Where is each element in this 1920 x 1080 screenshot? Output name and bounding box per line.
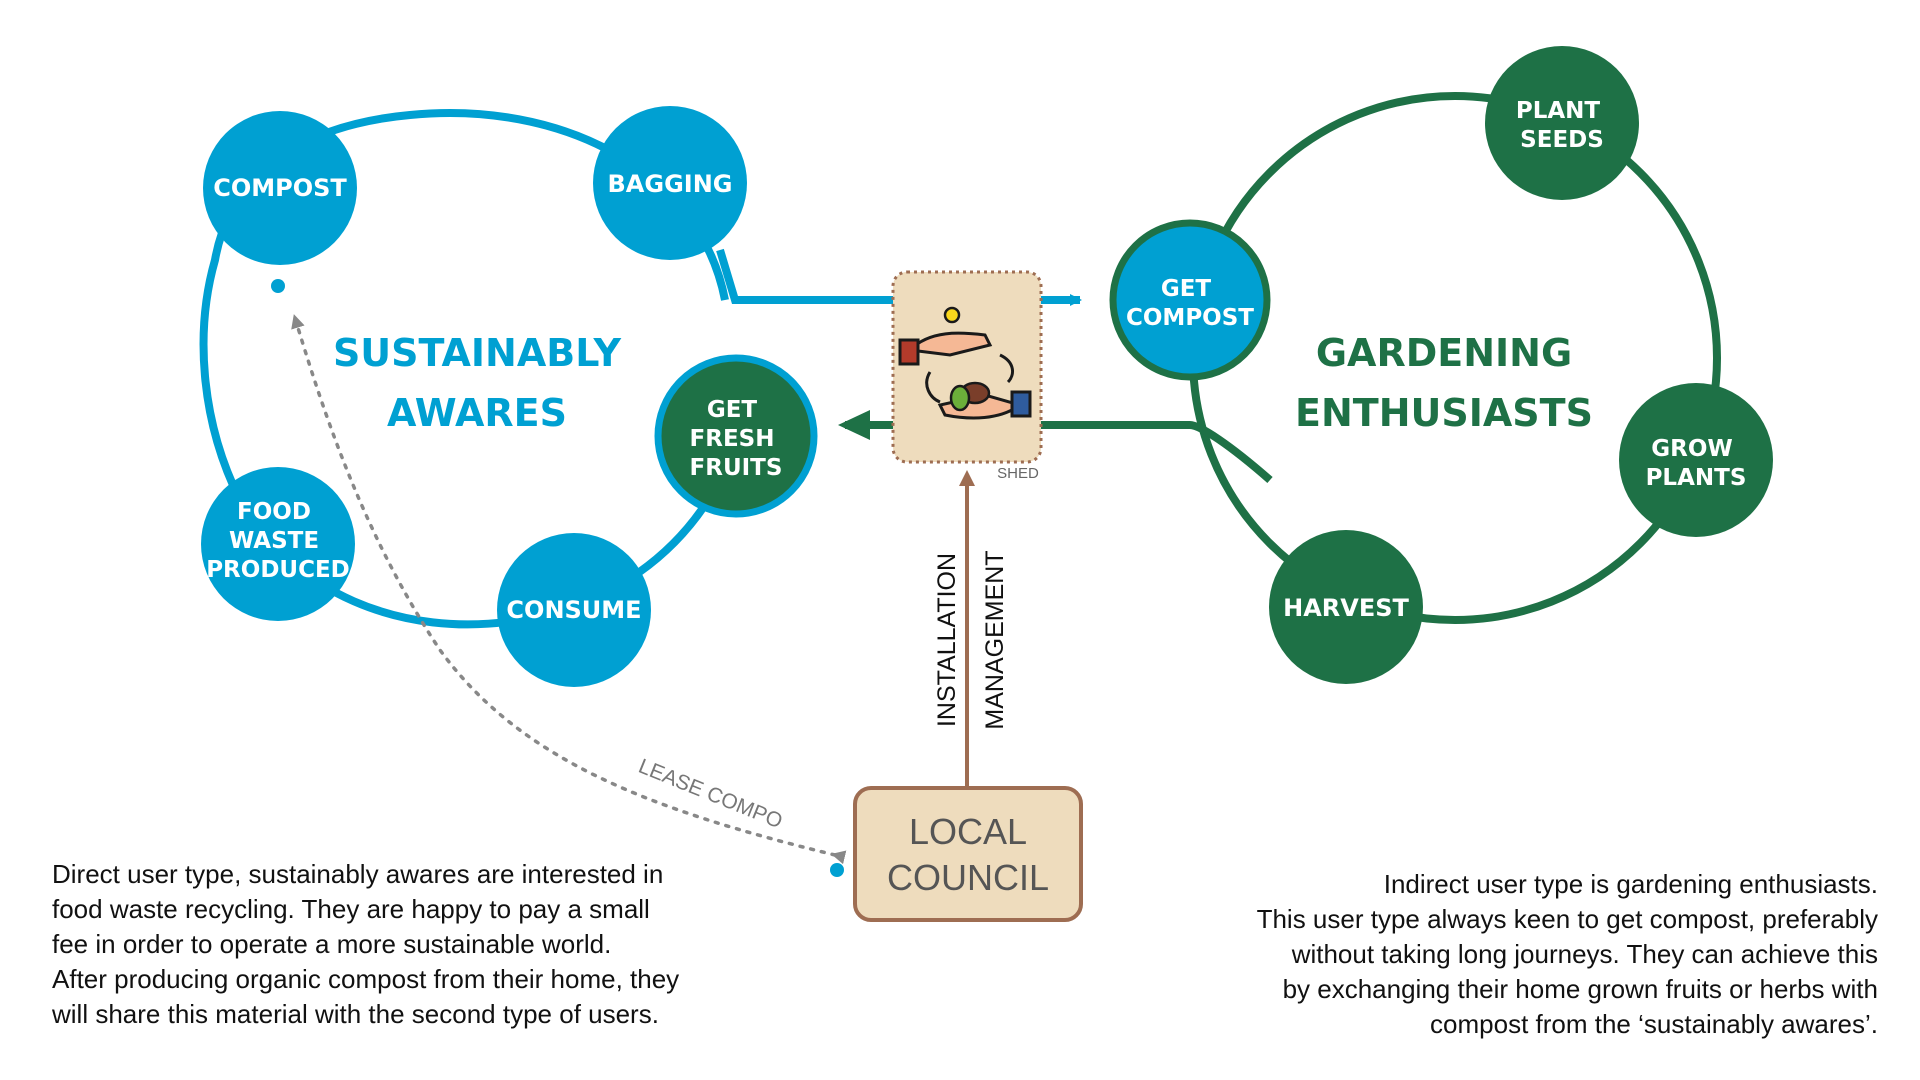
node-grow-plants: GROW PLANTS [1619,383,1773,537]
node-get-fresh-fruits: GET FRESH FRUITS [654,354,818,518]
right-description-line-5: compost from the ‘sustainably awares’. [1430,1009,1878,1039]
svg-text:BAGGING: BAGGING [608,170,733,198]
lease-compost-dotted-arrow [291,314,847,865]
node-harvest: HARVEST [1269,530,1423,684]
shed: SHED [891,270,1043,482]
left-description-line-2: food waste recycling. They are happy to … [52,894,650,924]
svg-text:PLANT SEEDS: PLANT SEEDS [1516,98,1608,153]
left-description-line-1: Direct user type, sustainably awares are… [52,859,664,889]
left-description-line-3: fee in order to operate a more sustainab… [52,929,612,959]
node-compost: COMPOST [203,111,357,265]
shed-label: SHED [997,465,1039,482]
node-food-waste-line-2: WASTE [229,528,319,554]
node-bagging: BAGGING [593,106,747,260]
shed-box [891,270,1043,464]
node-grow-plants-line-1: GROW [1651,436,1733,462]
node-food-waste-produced: FOOD WASTE PRODUCED [201,467,355,621]
fruits-arrowhead [838,410,870,440]
right-description-line-1: Indirect user type is gardening enthusia… [1383,869,1878,899]
node-fruits-line-2: FRESH [690,426,775,452]
fruits-to-awares-arrow [845,421,1273,484]
node-get-compost-line-1: GET [1161,276,1212,302]
node-compost-line-1: COMPOST [213,174,347,202]
local-council-box [853,786,1083,922]
node-fruits-line-3: FRUITS [690,455,783,481]
left-description-line-4: After producing organic compost from the… [52,964,680,994]
svg-text:GROW PLANTS: GROW PLANTS [1646,436,1747,491]
sustainably-awares-title-1: SUSTAINABLY [333,331,622,375]
svg-text:GET FRESH FRUITS: GET FRESH FRUITS [690,397,783,481]
right-description-line-2: This user type always keen to get compos… [1256,904,1878,934]
right-description-line-4: by exchanging their home grown fruits or… [1282,974,1878,1004]
node-plant-seeds-line-2: SEEDS [1520,127,1604,153]
left-description-line-5: will share this material with the second… [52,999,659,1029]
node-fruits-line-1: GET [707,397,758,423]
node-food-waste-line-3: PRODUCED [206,557,350,583]
compost-start-dot [271,279,285,293]
gardening-enthusiasts-title-2: ENTHUSIASTS [1295,391,1593,435]
svg-text:FOOD WASTE PRODUCE: FOOD WASTE PRODUCED [206,499,350,583]
hands-exchange-icon [898,306,1032,420]
description-bullet-dot [830,863,844,877]
right-description-line-3: without taking long journeys. They can a… [1291,939,1878,969]
node-consume-line-1: CONSUME [506,596,641,624]
management-label: MANAGEMENT [981,550,1009,729]
lease-compost-label: LEASE COMPO [635,755,785,834]
gardening-enthusiasts-title-1: GARDENING [1316,331,1572,375]
svg-text:COMPOST: COMPOST [213,174,347,202]
installation-label: INSTALLATION [933,553,961,727]
gardening-enthusiasts-description: Indirect user type is gardening enthusia… [1138,867,1878,1042]
svg-text:HARVEST: HARVEST [1283,594,1409,622]
node-plant-seeds: PLANT SEEDS [1485,46,1639,200]
local-council: LOCAL COUNCIL [853,786,1083,922]
sustainably-awares-description: Direct user type, sustainably awares are… [52,857,772,1032]
svg-text:CONSUME: CONSUME [506,596,641,624]
node-food-waste-line-1: FOOD [237,499,311,525]
local-council-line1: LOCAL [909,811,1027,852]
local-council-line2: COUNCIL [887,857,1049,898]
node-get-compost: GET COMPOST [1109,219,1271,381]
node-plant-seeds-line-1: PLANT [1516,98,1601,124]
node-get-compost-line-2: COMPOST [1126,305,1254,331]
node-grow-plants-line-2: PLANTS [1646,465,1747,491]
svg-text:GET COMPOST: GET COMPOST [1126,276,1254,331]
node-harvest-line-1: HARVEST [1283,594,1409,622]
node-bagging-line-1: BAGGING [608,170,733,198]
sustainably-awares-title-2: AWARES [387,391,567,435]
node-consume: CONSUME [497,533,651,687]
